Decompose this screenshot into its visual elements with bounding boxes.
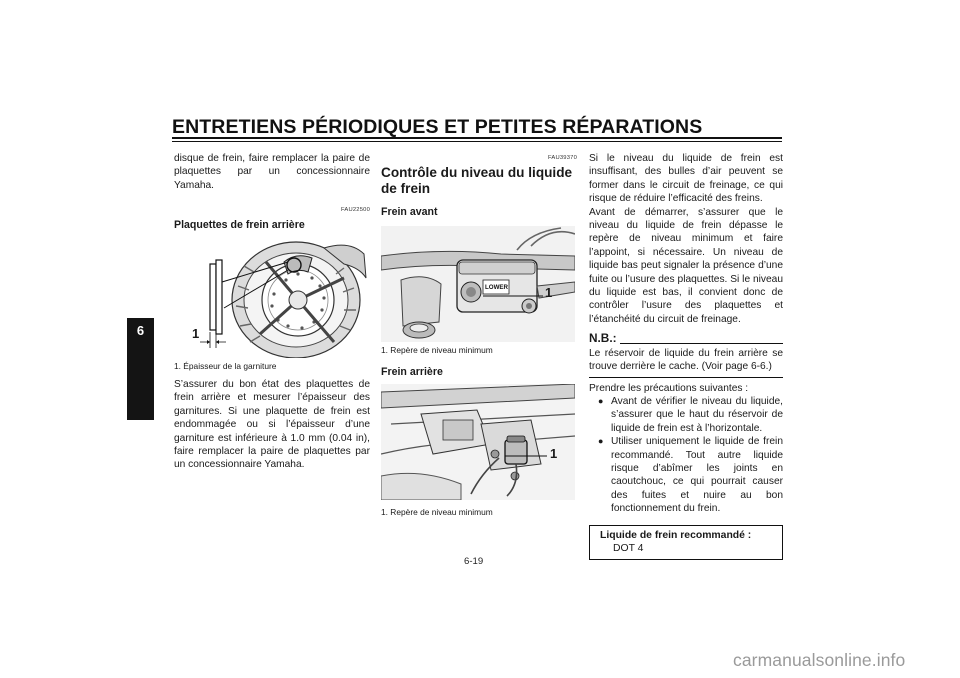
rear-figure-caption: 1. Repère de niveau minimum bbox=[381, 507, 493, 518]
column-1: disque de frein, faire remplacer la pair… bbox=[174, 152, 370, 472]
rear-pads-paragraph: S’assurer du bon état des plaquettes de … bbox=[174, 379, 370, 471]
watermark: carmanualsonline.info bbox=[733, 650, 906, 670]
title-rule bbox=[172, 137, 782, 139]
front-callout-number: 1 bbox=[545, 284, 553, 300]
bullet-icon: ● bbox=[598, 395, 604, 406]
intro-paragraph: disque de frein, faire remplacer la pair… bbox=[174, 153, 370, 191]
front-brake-subheading: Frein avant bbox=[381, 206, 438, 219]
note-heading-rule bbox=[619, 342, 783, 344]
front-figure-caption: 1. Repère de niveau minimum bbox=[381, 344, 493, 355]
reference-code: FAU39370 bbox=[548, 155, 577, 161]
note-text: Le réservoir de liquide du frein arrière… bbox=[589, 347, 783, 373]
lower-mark-label: LOWER bbox=[485, 284, 509, 291]
spec-value: DOT 4 bbox=[613, 542, 644, 554]
list-item: ●Utiliser uniquement le liquide de frein… bbox=[598, 436, 783, 515]
figure-callout-number: 1 bbox=[192, 326, 200, 342]
front-reservoir-figure: LOWER 1 bbox=[381, 225, 575, 342]
list-item: ●Avant de vérifier le niveau du liquide,… bbox=[598, 395, 783, 434]
column-3: Si le niveau du liquide de frein est ins… bbox=[589, 152, 783, 561]
precautions-list: ●Avant de vérifier le niveau du liquide,… bbox=[589, 395, 783, 516]
title-rule-thin bbox=[172, 141, 782, 142]
check-before-riding-paragraph: Avant de démarrer, s’assurer que le nive… bbox=[589, 206, 783, 325]
page-number: 6-19 bbox=[464, 556, 484, 567]
rear-brake-subheading: Frein arrière bbox=[381, 365, 443, 378]
column-2: FAU39370 Contrôle du niveau du liquide d… bbox=[381, 152, 577, 518]
rear-wheel-brake-illustration bbox=[200, 241, 367, 359]
figure-caption: 1. Épaisseur de la garniture bbox=[174, 361, 277, 372]
reference-code: FAU22500 bbox=[341, 207, 370, 214]
note-heading: N.B.: bbox=[589, 331, 783, 346]
note-label: N.B.: bbox=[589, 331, 617, 346]
bullet-icon: ● bbox=[598, 436, 604, 447]
front-brake-reservoir-illustration: LOWER bbox=[381, 225, 575, 342]
rear-pads-subheading: Plaquettes de frein arrière bbox=[174, 218, 305, 231]
rear-brake-reservoir-illustration bbox=[381, 384, 575, 501]
section-title: Contrôle du niveau du liquide de frein bbox=[381, 165, 573, 196]
rear-reservoir-figure: 1 bbox=[381, 384, 575, 501]
chapter-tab: 6 bbox=[127, 318, 154, 420]
spec-label: Liquide de frein recommandé : bbox=[600, 529, 752, 541]
page-title: ENTRETIENS PÉRIODIQUES ET PETITES RÉPARA… bbox=[172, 116, 703, 138]
note-end-rule bbox=[589, 376, 783, 378]
rear-brake-pad-figure: 1 bbox=[174, 238, 368, 359]
insufficient-level-paragraph: Si le niveau du liquide de frein est ins… bbox=[589, 153, 783, 205]
rear-callout-number: 1 bbox=[550, 446, 558, 462]
recommended-fluid-box: Liquide de frein recommandé : DOT 4 bbox=[589, 524, 783, 561]
precautions-intro: Prendre les précautions suivantes : bbox=[589, 382, 749, 394]
